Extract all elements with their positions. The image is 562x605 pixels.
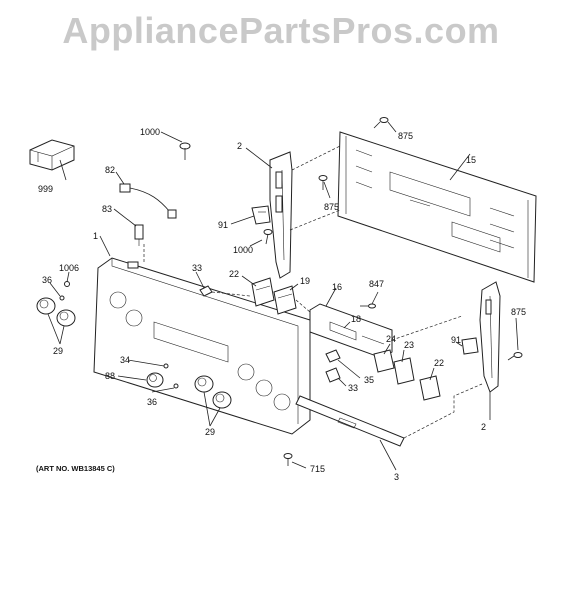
callout-83: 83 (102, 204, 112, 214)
callout-23: 23 (404, 340, 414, 350)
callout-36-lower: 36 (147, 397, 157, 407)
callout-1000-top: 1000 (140, 127, 160, 137)
part-35-clip (325, 349, 341, 363)
callout-847: 847 (369, 279, 384, 289)
part-22-infinite-switch-left (251, 277, 275, 307)
part-999-kit-box (29, 139, 75, 171)
part-875-screw-a (373, 117, 389, 129)
callout-22-right: 22 (434, 358, 444, 368)
part-1000-screw-lower (263, 229, 273, 245)
callout-19: 19 (300, 276, 310, 286)
callout-2-right: 2 (481, 422, 486, 432)
part-36-spring-lower (173, 383, 179, 389)
part-847-screw (360, 303, 376, 309)
part-1006-clip (64, 281, 70, 287)
callout-22-left: 22 (229, 269, 239, 279)
callout-leaders (47, 121, 519, 471)
part-1-control-panel (93, 257, 311, 435)
watermark: AppliancePartsPros.com (62, 10, 500, 51)
callout-875-right: 875 (511, 307, 526, 317)
part-715-screw (283, 453, 293, 466)
callout-29-left: 29 (53, 346, 63, 356)
part-3-trim (295, 395, 405, 447)
callout-875-top: 875 (398, 131, 413, 141)
callout-36-left: 36 (42, 275, 52, 285)
part-16-electronic-control (309, 303, 393, 359)
callout-35: 35 (364, 375, 374, 385)
part-2-end-bracket-left (269, 151, 293, 279)
assembly-guide-lines (143, 145, 483, 439)
part-83-switch (134, 224, 144, 246)
callout-1006: 1006 (59, 263, 79, 273)
callout-999: 999 (38, 184, 53, 194)
part-2-end-bracket-right (479, 281, 501, 393)
part-29-knobs-lower (194, 375, 232, 409)
callout-715: 715 (310, 464, 325, 474)
callout-1: 1 (93, 231, 98, 241)
part-91-clip-right (461, 337, 479, 355)
callout-18: 18 (351, 314, 361, 324)
part-875-screw-c (507, 352, 523, 361)
part-29-knobs-left (36, 297, 76, 327)
part-88-knob (146, 372, 164, 388)
callout-91-left: 91 (218, 220, 228, 230)
part-91-clip-left (251, 205, 271, 225)
part-24-infinite-switch (373, 349, 395, 373)
callout-labels: 1000 875 2 82 15 875 999 83 91 1000 1 10… (38, 127, 526, 482)
part-36-spring-left (59, 295, 65, 301)
part-33-clip-lower (325, 367, 341, 383)
callout-82: 82 (105, 165, 115, 175)
callout-33-upper: 33 (192, 263, 202, 273)
callout-24: 24 (386, 334, 396, 344)
callout-29-lower: 29 (205, 427, 215, 437)
callout-33-lower: 33 (348, 383, 358, 393)
callout-1000-lower: 1000 (233, 245, 253, 255)
part-1000-screw-top (179, 142, 191, 160)
callout-88: 88 (105, 371, 115, 381)
callout-34: 34 (120, 355, 130, 365)
callout-15: 15 (466, 155, 476, 165)
art-number: (ART NO. WB13845 C) (36, 464, 115, 473)
part-875-screw-b (318, 175, 328, 190)
callout-2-left: 2 (237, 141, 242, 151)
callout-91-right: 91 (451, 335, 461, 345)
callout-3: 3 (394, 472, 399, 482)
part-15-back-panel (337, 131, 537, 283)
part-82-wire-harness (119, 183, 177, 219)
callout-875-middle: 875 (324, 202, 339, 212)
part-23-infinite-switch (393, 357, 415, 385)
callout-16: 16 (332, 282, 342, 292)
part-34-spring (163, 363, 169, 369)
part-19-infinite-switch (273, 285, 297, 315)
